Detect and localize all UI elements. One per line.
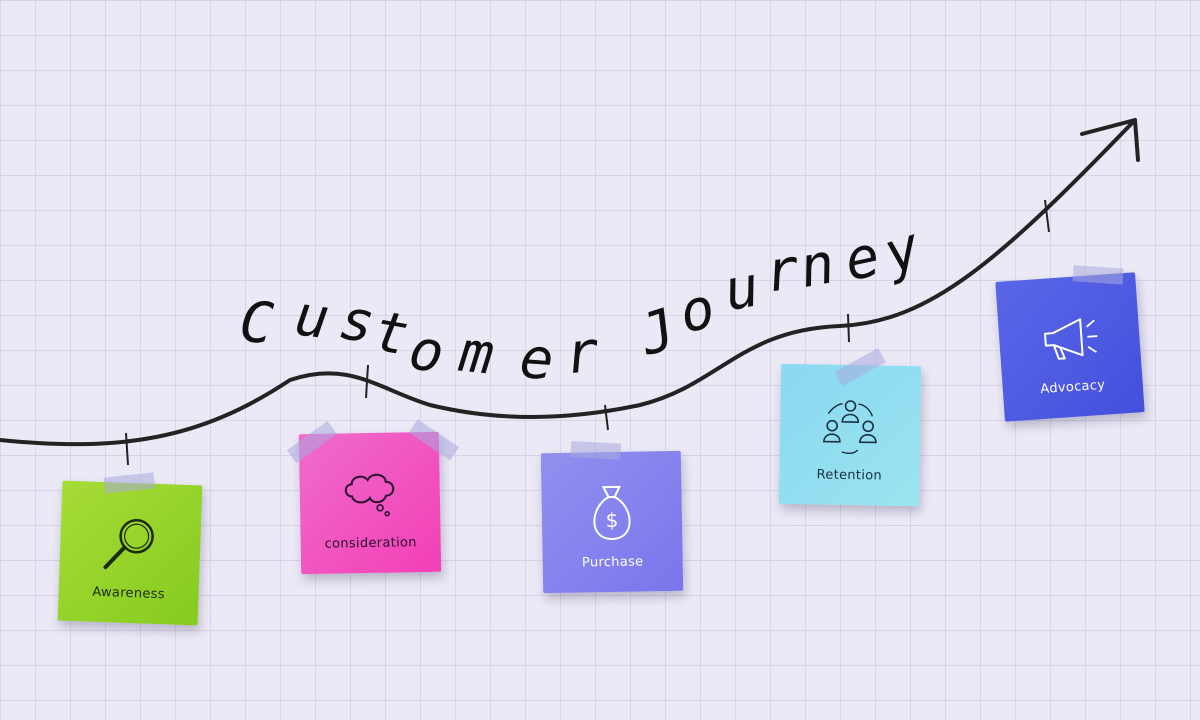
stage-label: Purchase (581, 553, 644, 571)
title-letter: u (719, 254, 763, 324)
people-cycle-icon (823, 399, 877, 454)
megaphone-icon (1043, 317, 1098, 360)
title-letter: e (518, 326, 556, 393)
title-letter: J (631, 297, 684, 370)
stage-note-awareness: Awareness (57, 472, 203, 626)
journey-path (0, 118, 1137, 447)
title-letter: o (404, 317, 448, 387)
svg-text:$: $ (605, 507, 618, 531)
tick-consideration (365, 364, 369, 399)
title-letter: r (562, 319, 603, 387)
arrow-head (1080, 118, 1140, 162)
tick-purchase (604, 404, 609, 431)
title-letter: m (456, 319, 497, 387)
tape (570, 440, 622, 460)
tape (1072, 265, 1124, 285)
magnifier-icon (103, 518, 154, 569)
money-bag-icon: $ (593, 485, 631, 540)
stage-note-purchase: $ Purchase (540, 440, 684, 594)
tick-advocacy (1044, 199, 1050, 233)
title-letter: o (674, 276, 720, 347)
stage-note-consideration: consideration (286, 419, 460, 575)
stage-label: Awareness (92, 584, 166, 602)
stage-label: consideration (324, 534, 417, 552)
tick-awareness (125, 432, 129, 466)
stage-note-retention: Retention (778, 348, 922, 507)
stage-label: Advocacy (1039, 377, 1106, 397)
tick-retention (847, 313, 850, 343)
title-letter: u (291, 283, 333, 352)
title-letter: C (238, 290, 276, 357)
stage-note-advocacy: Advocacy (995, 265, 1145, 422)
stage-label: Retention (816, 466, 883, 484)
thought-cloud-icon (344, 473, 395, 516)
